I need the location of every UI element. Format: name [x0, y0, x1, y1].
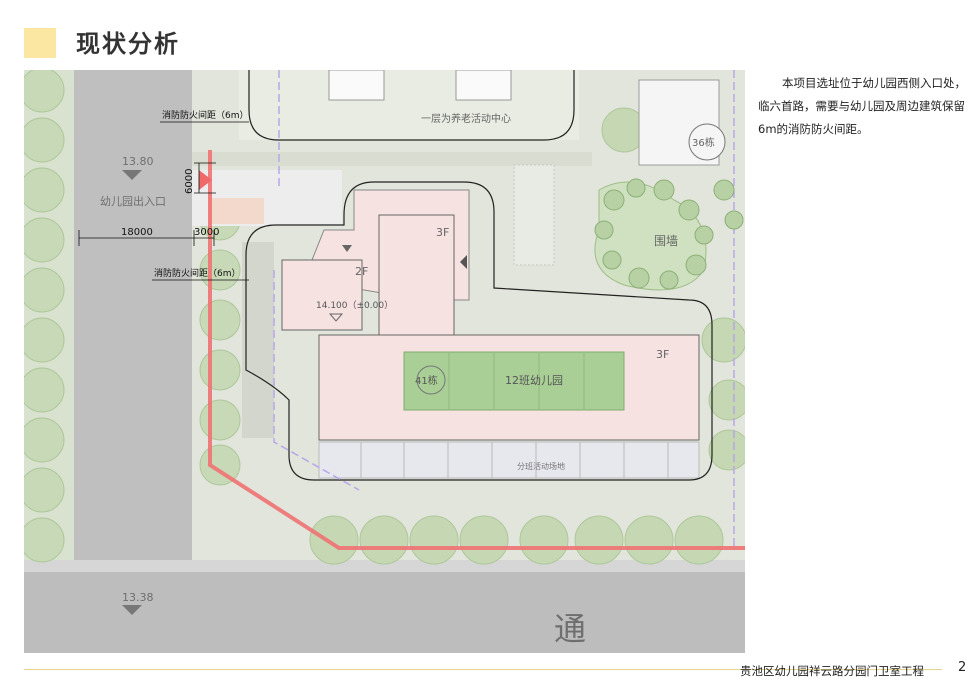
elevation-2: 13.38	[122, 591, 154, 604]
dimension-6000: 6000	[184, 169, 195, 194]
footer-divider	[24, 669, 942, 670]
kindergarten-fire-boundary	[245, 181, 713, 481]
fire-spacing-label-top: 消防防火间距（6m）	[162, 109, 249, 121]
top-building-label: 一层为养老活动中心	[421, 112, 511, 125]
page-title: 现状分析	[76, 30, 180, 58]
south-road	[24, 570, 745, 653]
building-41-label: 41栋	[415, 374, 438, 387]
kindergarten-courtyard	[403, 351, 625, 411]
dimension-18000: 18000	[121, 227, 153, 238]
kindergarten-label: 12班幼儿园	[505, 374, 563, 387]
site-red-line	[208, 150, 745, 550]
title-accent-box	[24, 28, 56, 58]
floor-label-3f-north: 3F	[436, 226, 449, 239]
building-36-label: 36栋	[692, 136, 715, 149]
activity-area-label: 分班活动场地	[517, 461, 565, 471]
wall-label: 围墙	[654, 234, 678, 248]
site-plan-map: 一层为养老活动中心 6000 18000 3000 消防防火间距	[24, 70, 745, 653]
fire-spacing-label-bottom: 消防防火间距（6m）	[154, 267, 241, 279]
elevation-1: 13.80	[122, 155, 154, 168]
floor-label-2f: 2F	[355, 265, 368, 278]
entrance-label: 幼儿园出入口	[100, 194, 166, 208]
top-fire-boundary	[248, 70, 575, 141]
floor-elevation-label: 14.100（±0.00）	[316, 300, 393, 311]
building-2f	[281, 259, 363, 331]
purple-boundary-line	[273, 270, 360, 491]
elevation-marker-2	[122, 605, 142, 615]
building-3f-north	[378, 214, 455, 336]
dimension-3000: 3000	[194, 227, 219, 238]
west-road	[74, 70, 192, 570]
description-text: 本项目选址位于幼儿园西侧入口处，临六首路，需要与幼儿园及周边建筑保留6m的消防防…	[758, 76, 966, 136]
page-number: 2	[958, 660, 967, 675]
floor-label-3f-east: 3F	[656, 348, 669, 361]
road-name-label: 通	[554, 610, 586, 648]
footer-project-name: 贵池区幼儿园祥云路分园门卫室工程	[740, 664, 924, 678]
elevation-marker-1	[122, 170, 142, 180]
